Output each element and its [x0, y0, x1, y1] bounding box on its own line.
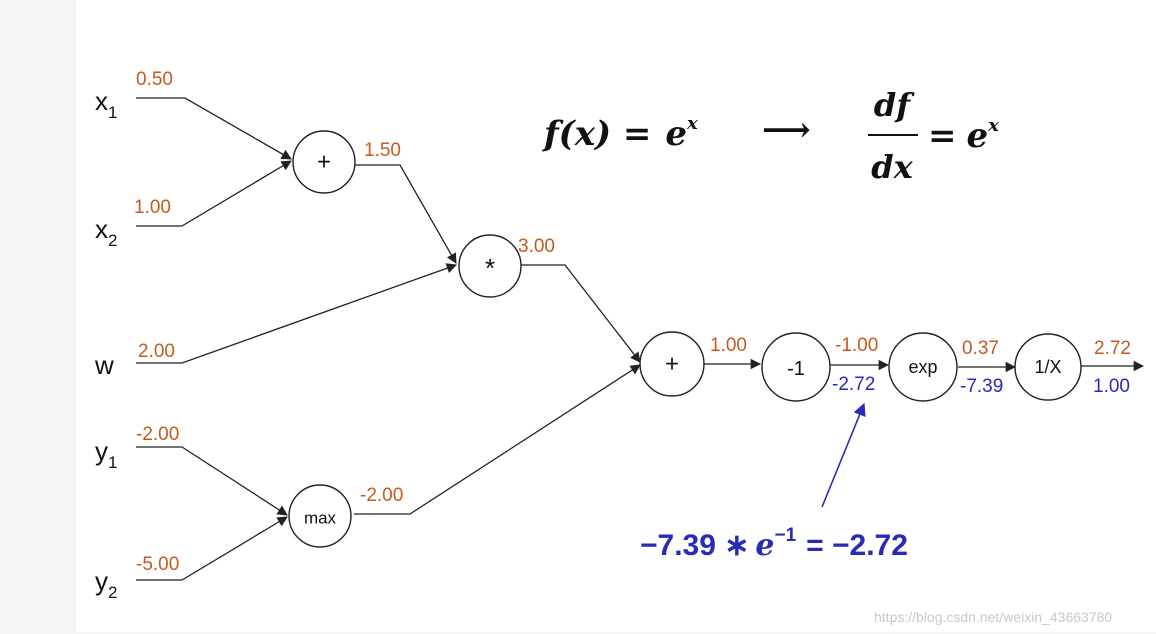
- input-x2-label: x2: [95, 214, 117, 250]
- node-add-1: +: [292, 130, 356, 194]
- value-multiply-out: 3.00: [518, 236, 555, 257]
- value-reciprocal-out: 2.72: [1094, 338, 1131, 359]
- wire-x1-add1: [136, 97, 292, 160]
- node-add-2: +: [639, 331, 705, 397]
- content-panel: [76, 0, 1156, 632]
- formula-lhs: f(x) =ex: [542, 113, 698, 154]
- wire-add1-mul: [355, 164, 457, 264]
- value-y1: -2.00: [136, 424, 179, 445]
- formula-rhs: =ex: [928, 115, 999, 156]
- node-exp: exp: [888, 332, 958, 402]
- wire-y1-max: [136, 446, 288, 516]
- grad-exp-out: -7.39: [960, 376, 1003, 397]
- value-negate-out: -1.00: [835, 335, 878, 356]
- input-y2-label: y2: [95, 566, 117, 602]
- node-max-label: max: [304, 509, 337, 528]
- formula-arrow: ⟶: [762, 110, 811, 150]
- input-w-label: w: [94, 350, 114, 380]
- input-x1-label: x1: [95, 86, 117, 122]
- value-max-out: -2.00: [360, 485, 403, 506]
- derivative-formula: f(x) =ex ⟶ df dx =ex: [542, 86, 999, 186]
- value-exp-out: 0.37: [962, 338, 999, 359]
- wire-max-add2: [354, 364, 641, 515]
- node-max: max: [288, 484, 352, 548]
- node-exp-label: exp: [908, 357, 937, 377]
- grad-reciprocal-out: 1.00: [1093, 376, 1130, 397]
- value-y2: -5.00: [136, 554, 179, 575]
- wire-w-mul: [136, 263, 457, 364]
- formula-numerator: df: [874, 86, 915, 124]
- input-y1-label: y1: [95, 436, 117, 472]
- wire-x2-add1: [136, 160, 292, 227]
- chain-rule-annotation: −7.39 ∗e−1= −2.72: [640, 525, 908, 563]
- value-x1: 0.50: [136, 69, 173, 90]
- node-negate-label: -1: [787, 358, 805, 380]
- node-add-2-label: +: [665, 351, 679, 378]
- watermark: https://blog.csdn.net/weixin_43663780: [874, 609, 1112, 625]
- value-w: 2.00: [138, 341, 175, 362]
- wire-y2-max: [136, 516, 288, 581]
- node-multiply: *: [458, 234, 522, 298]
- grad-negate-out: -2.72: [832, 374, 875, 395]
- value-add-2-out: 1.00: [710, 335, 747, 356]
- node-multiply-label: *: [485, 253, 495, 283]
- node-reciprocal-label: 1/X: [1034, 357, 1061, 377]
- formula-denominator: dx: [871, 148, 913, 186]
- value-x2: 1.00: [134, 197, 171, 218]
- wire-mul-add2: [520, 264, 641, 363]
- value-add-1-out: 1.50: [364, 140, 401, 161]
- annotation-arrow: [821, 402, 866, 508]
- node-add-1-label: +: [317, 149, 331, 176]
- node-reciprocal: 1/X: [1014, 333, 1082, 401]
- node-negate: -1: [761, 332, 831, 402]
